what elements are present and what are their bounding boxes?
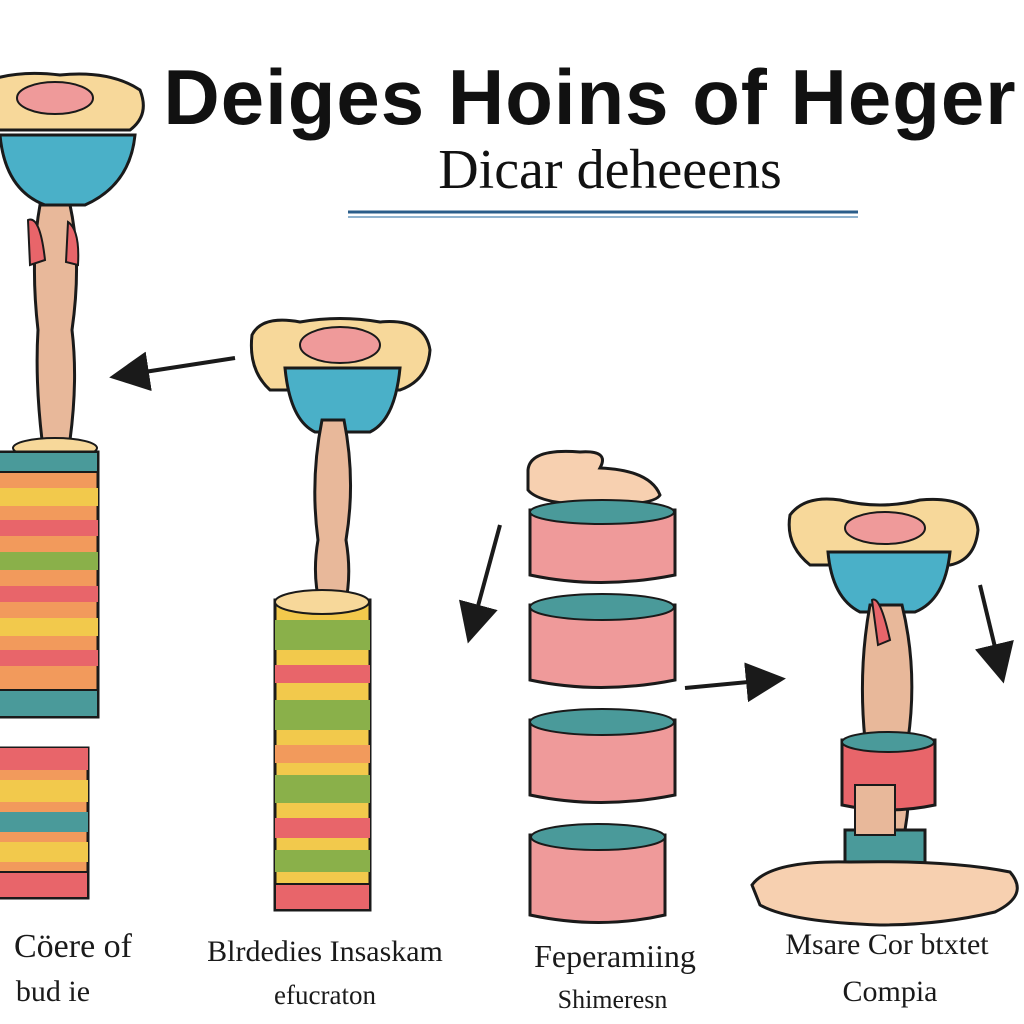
figure-4-collar xyxy=(840,731,937,872)
caption-2-line-1: Blrdedies Insaskam xyxy=(207,935,443,968)
figure-1-cup xyxy=(0,71,145,207)
figure-3-ring-1 xyxy=(528,499,677,584)
caption-4-line-2: Compia xyxy=(842,975,938,1008)
figure-3-top-cap xyxy=(526,449,662,507)
caption-3-line-2: Shimeresn xyxy=(557,985,668,1014)
figure-2-disc-stack xyxy=(273,589,372,912)
figure-1-column xyxy=(12,203,98,459)
caption-2-line-2: efucraton xyxy=(274,980,376,1010)
arrow-down-icon xyxy=(974,584,1014,684)
figure-2-cup xyxy=(249,317,432,434)
title-underline xyxy=(348,210,858,218)
caption-1-line-2: bud ie xyxy=(15,975,91,1008)
figure-4-base xyxy=(750,860,1019,927)
figure-1-lower-stack xyxy=(0,746,90,900)
title-line-1: Deiges Hoins of Heger xyxy=(163,53,1017,141)
arrow-left-icon xyxy=(109,351,236,392)
figure-3-ring-2 xyxy=(528,593,677,689)
figure-3-ring-4 xyxy=(528,823,667,924)
title-line-2: Dicar deheeens xyxy=(438,139,782,201)
figure-4-cup xyxy=(787,497,980,614)
arrow-down-left-icon xyxy=(458,524,502,644)
arrow-right-icon xyxy=(684,662,786,703)
figure-1-disc-stack xyxy=(0,450,100,719)
caption-3-line-1: Feperamiing xyxy=(534,938,696,974)
figure-2-column xyxy=(304,418,366,612)
caption-4-line-1: Msare Cor btxtet xyxy=(785,928,989,961)
figure-3-ring-3 xyxy=(528,708,677,804)
caption-1-line-1: Cöere of xyxy=(13,928,132,965)
